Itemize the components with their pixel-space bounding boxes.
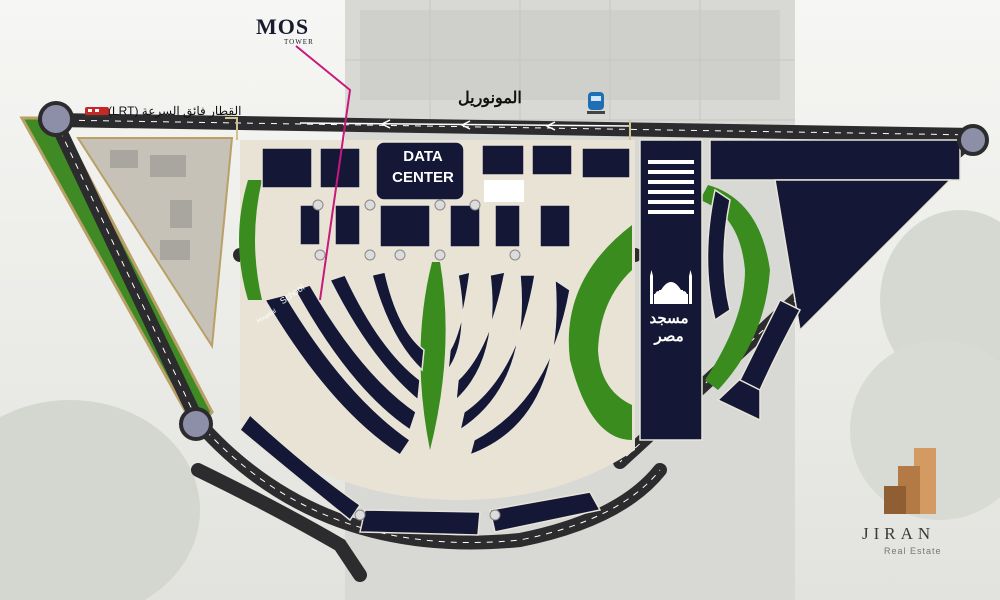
west-park-arc (239, 180, 262, 300)
mosque-label: مسجد مصر (644, 310, 694, 346)
mos-tower-pointer (295, 45, 352, 301)
mosque-line2: مصر (654, 328, 684, 345)
mos-tower-subtitle: TOWER (284, 38, 314, 46)
data-center-line2: CENTER (392, 169, 454, 186)
data-center-label: DATA CENTER (380, 146, 466, 188)
brand-name: JIRAN (862, 524, 936, 543)
mosque-line1: مسجد (649, 310, 689, 327)
central-park (420, 262, 446, 450)
east-wing-park (700, 185, 770, 390)
east-park-ring (568, 225, 632, 440)
jiran-logo-icon (884, 448, 936, 514)
roundabout-icon (38, 101, 989, 441)
south-curve-road (191, 415, 667, 550)
mosque-icon (650, 270, 692, 304)
train-icon (85, 107, 111, 117)
lrt-label: القطار فائق السرعة (LRT) (108, 104, 242, 118)
data-center-line1: DATA (403, 148, 443, 165)
data-center-block (375, 141, 465, 201)
satellite-area (76, 137, 234, 349)
mos-tower-title: MOS (256, 14, 310, 39)
brand-tagline: Real Estate (884, 546, 942, 556)
bottom-left-road (191, 463, 367, 582)
monorail-label: المونوريل (458, 90, 522, 107)
monorail-icon (587, 92, 605, 114)
